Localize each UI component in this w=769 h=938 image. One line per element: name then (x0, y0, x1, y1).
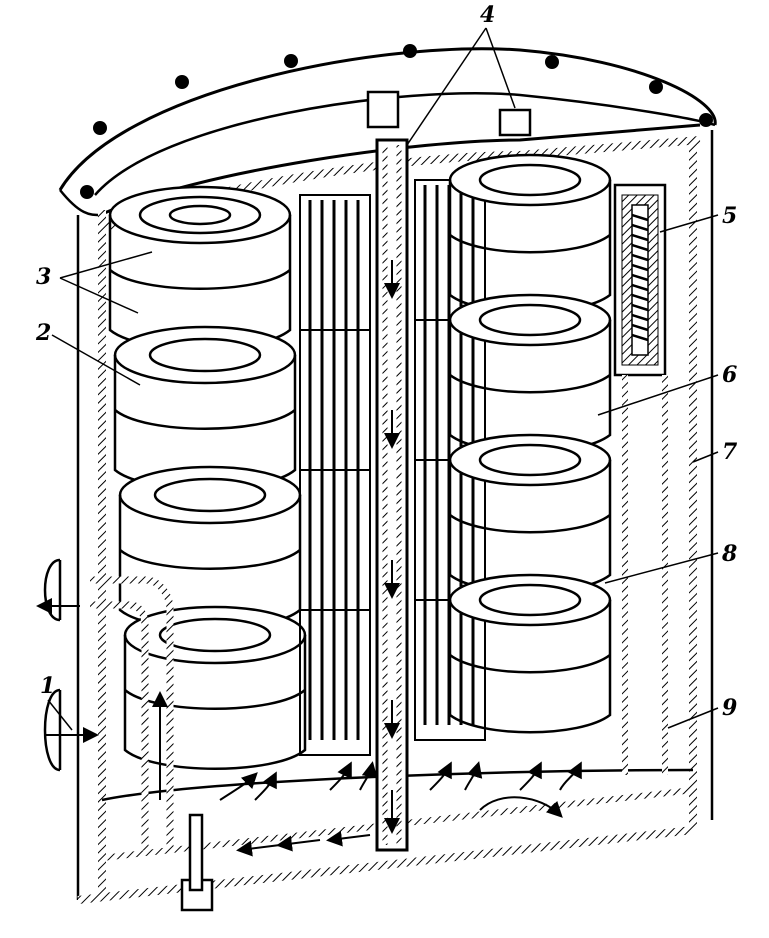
flow-arrows (219, 761, 582, 857)
callout-6: 6 (722, 362, 738, 388)
left-filter-stack (108, 185, 307, 770)
callout-8: 8 (722, 541, 738, 567)
inlet-outlet-pipes (36, 558, 214, 912)
callout-3: 3 (36, 264, 52, 290)
callout-9: 9 (722, 695, 738, 721)
relief-valve (613, 183, 668, 775)
leader-lines (47, 27, 719, 731)
callout-1: 1 (40, 673, 56, 699)
callout-2: 2 (36, 320, 52, 346)
central-tube (375, 138, 409, 852)
right-filter-stack (448, 153, 612, 734)
callout-7: 7 (722, 439, 738, 465)
callout-4: 4 (480, 2, 496, 28)
cover-bolts (80, 44, 713, 199)
filter-disc (108, 185, 292, 350)
callout-5: 5 (722, 203, 738, 229)
